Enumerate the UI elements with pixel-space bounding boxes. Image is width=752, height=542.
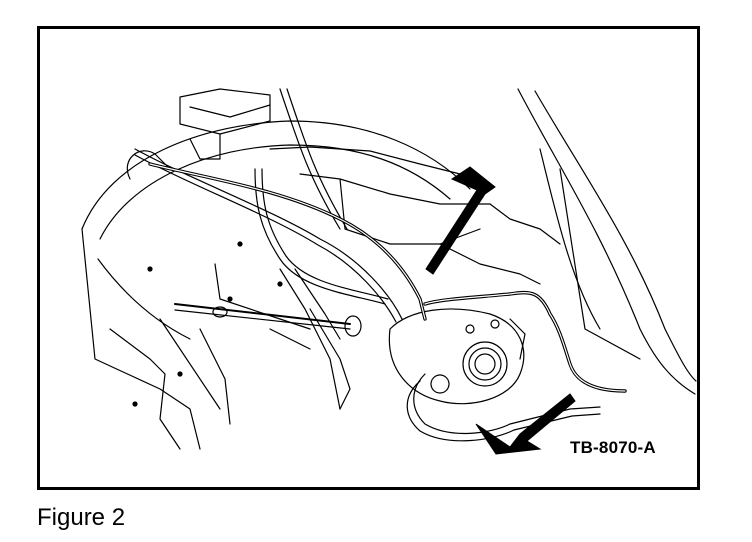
pump-body <box>388 308 525 405</box>
fender-edge-line <box>517 88 696 395</box>
engine-bay-line-drawing <box>81 88 697 455</box>
wheel-housing <box>81 120 471 230</box>
highlighted-tube-to-fender <box>423 290 627 393</box>
figure-caption: Figure 2 <box>37 504 126 531</box>
fender-edge-line-2 <box>534 90 697 382</box>
upper-bracket <box>179 88 271 135</box>
figure-frame: TB-8070-A <box>37 26 700 490</box>
lower-frame-rail <box>279 268 341 410</box>
callout-arrow-upper <box>425 166 496 275</box>
drawing-code-label: TB-8070-A <box>570 438 656 457</box>
crossmember <box>269 146 481 180</box>
pump-pulley <box>462 341 508 387</box>
supply-hose <box>254 168 386 305</box>
tie-rod <box>174 303 351 325</box>
callout-arrow-lower <box>475 393 576 455</box>
